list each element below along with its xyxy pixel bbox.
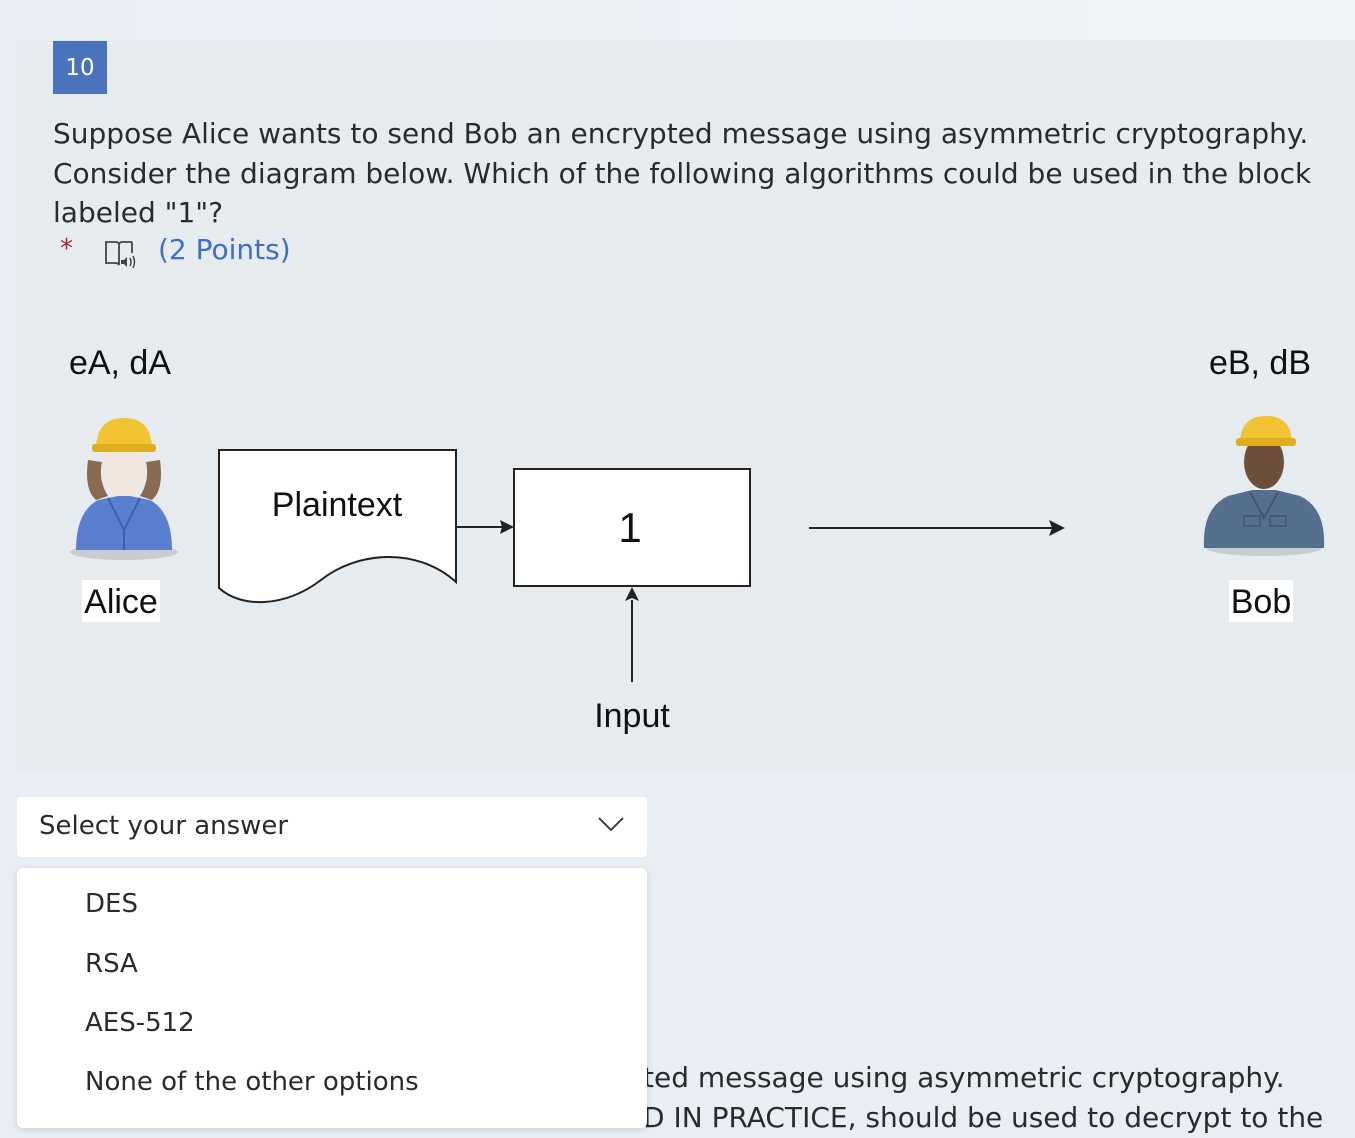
option-none-of-the-other-options[interactable]: None of the other options — [85, 1067, 419, 1097]
alice-label: Alice — [84, 583, 158, 621]
immersive-reader-icon[interactable] — [103, 239, 137, 269]
next-question-line-1: ted message using asymmetric cryptograph… — [643, 1061, 1285, 1094]
bob-label: Bob — [1231, 583, 1292, 621]
option-des[interactable]: DES — [85, 889, 138, 919]
plaintext-document-shape — [218, 449, 457, 604]
block-1 — [513, 468, 751, 587]
option-rsa[interactable]: RSA — [85, 949, 138, 979]
option-aes-512[interactable]: AES-512 — [85, 1008, 195, 1038]
chevron-down-icon[interactable] — [597, 814, 625, 834]
question-text: Suppose Alice wants to send Bob an encry… — [53, 117, 1312, 229]
alice-avatar-icon — [70, 418, 178, 560]
points-label: (2 Points) — [158, 233, 291, 266]
bob-avatar-icon — [1203, 416, 1325, 556]
answer-select[interactable]: Select your answer — [17, 797, 647, 857]
required-marker: * — [60, 234, 73, 264]
block-1-label: 1 — [618, 504, 641, 551]
question-number-badge: 10 — [53, 41, 107, 94]
alice-keys-label: eA, dA — [69, 344, 171, 382]
answer-select-value: Select your answer — [39, 811, 289, 841]
answer-options-list: DES RSA AES-512 None of the other option… — [17, 868, 647, 1128]
page-background-top — [0, 0, 1355, 40]
encryption-diagram: eA, dA eB, dB Alice B — [16, 290, 1355, 760]
bob-keys-label: eB, dB — [1209, 344, 1311, 382]
question-card — [16, 40, 1355, 770]
input-label: Input — [594, 697, 670, 735]
plaintext-label: Plaintext — [272, 486, 403, 524]
